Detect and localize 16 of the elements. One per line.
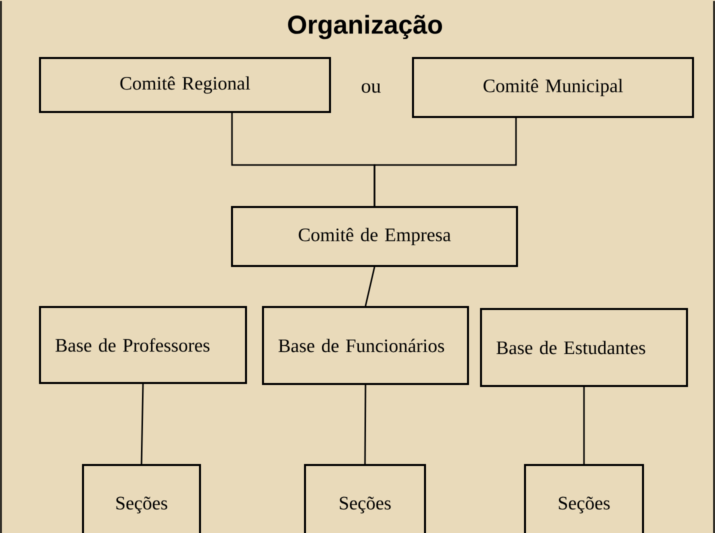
box: Seções xyxy=(304,464,426,533)
connector-line xyxy=(364,266,376,306)
box: Base de Estudantes xyxy=(480,308,688,387)
connector-line xyxy=(364,385,366,464)
connector-line xyxy=(583,387,585,464)
box: Comitê Municipal xyxy=(412,57,694,118)
box: Comitê Regional xyxy=(39,57,331,113)
box: Seções xyxy=(524,464,644,533)
connector-line xyxy=(140,384,144,464)
box: Base de Funcionários xyxy=(262,306,469,385)
box: Base de Professores xyxy=(39,306,247,384)
label: ou xyxy=(362,83,381,93)
connector-line xyxy=(374,118,517,206)
box: Comitê de Empresa xyxy=(231,206,518,267)
title: Organização xyxy=(288,14,442,40)
box: Seções xyxy=(82,464,201,533)
